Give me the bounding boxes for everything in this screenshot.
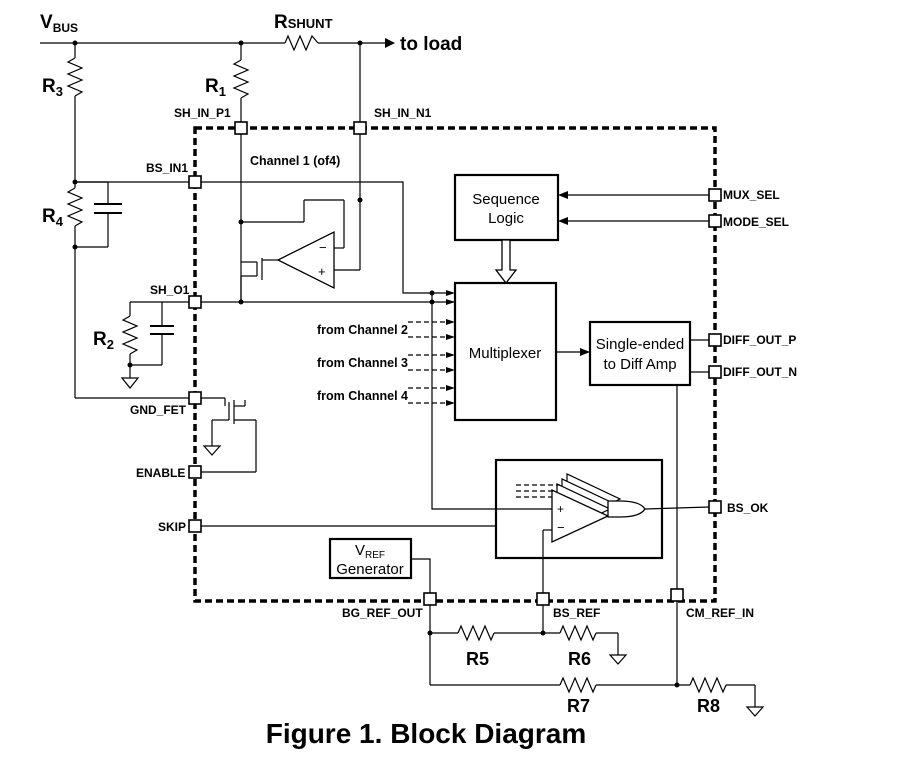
pin-label-skip: SKIP <box>158 520 186 534</box>
vref-generator-block <box>328 537 413 580</box>
pin-sh-in-p1 <box>234 121 248 135</box>
sequence-logic-label-2: Logic <box>488 210 524 227</box>
pin-bg-ref-out <box>423 592 437 606</box>
pin-label-mux-sel: MUX_SEL <box>723 188 780 202</box>
vbus-label: VBUS <box>40 12 78 35</box>
pin-bs-ref <box>536 592 550 606</box>
r1-resistor <box>232 43 250 122</box>
pin-sh-o1 <box>188 295 202 309</box>
channel1-label: Channel 1 (of4) <box>250 154 340 168</box>
pin-label-sh-in-n1: SH_IN_N1 <box>374 106 432 120</box>
r7-label: R7 <box>567 696 590 716</box>
pin-sh-in-n1 <box>353 121 367 135</box>
from-channel-3-label: from Channel 3 <box>317 356 408 370</box>
svg-text:−: − <box>319 240 327 255</box>
pin-bs-in1 <box>188 175 202 189</box>
sequence-logic-block <box>453 173 560 242</box>
r3-label: R3 <box>42 76 63 99</box>
pin-enable <box>188 465 202 479</box>
from-channel-2-label: from Channel 2 <box>317 323 408 337</box>
sequence-logic-label-1: Sequence <box>472 191 540 208</box>
svg-text:−: − <box>557 520 565 535</box>
r1-label: R1 <box>205 76 226 99</box>
pin-gnd-fet <box>188 391 202 405</box>
rshunt-resistor <box>284 34 319 52</box>
from-channel-inputs <box>408 319 455 406</box>
svg-text:+: + <box>318 264 326 279</box>
gnd-fet-switch <box>201 397 257 473</box>
vbus-rail <box>40 38 395 48</box>
channel1-opamp <box>276 230 335 290</box>
channel1-frontend: − + <box>201 134 455 305</box>
r6-label: R6 <box>568 649 591 669</box>
r5-label: R5 <box>466 649 489 669</box>
multiplexer-label: Multiplexer <box>469 345 542 362</box>
pin-cm-ref-in <box>670 588 684 602</box>
svg-text:+: + <box>557 502 564 516</box>
pin-label-bg-ref-out: BG_REF_OUT <box>342 606 423 620</box>
pin-label-bs-ok: BS_OK <box>727 501 769 515</box>
diff-amp-block <box>588 320 692 387</box>
comparator-stack: + − <box>516 473 710 544</box>
pin-label-sh-in-p1: SH_IN_P1 <box>174 106 231 120</box>
from-channel-4-label: from Channel 4 <box>317 389 408 403</box>
r2-network <box>120 301 190 389</box>
chip-boundary <box>193 126 717 603</box>
sequence-to-mux-arrow <box>494 239 518 285</box>
reference-network <box>427 601 765 717</box>
r2-label: R2 <box>93 329 114 352</box>
pin-diff-out-n <box>708 365 722 379</box>
pin-label-bs-in1: BS_IN1 <box>146 161 188 175</box>
r3-r4-divider <box>66 43 195 399</box>
diff-amp-label-1: Single-ended <box>596 336 684 353</box>
pin-label-cm-ref-in: CM_REF_IN <box>686 606 754 620</box>
pin-label-sh-o1: SH_O1 <box>150 283 190 297</box>
pin-mode-sel <box>708 214 722 228</box>
diff-amp-label-2: to Diff Amp <box>603 356 676 373</box>
pin-bs-ok <box>708 500 722 514</box>
rshunt-label: RSHUNT <box>274 12 333 33</box>
pin-skip <box>188 519 202 533</box>
vref-label: VREF <box>355 542 385 561</box>
mux-to-comparator-wire <box>431 293 552 510</box>
r8-label: R8 <box>697 696 720 716</box>
r4-label: R4 <box>42 206 64 229</box>
pin-mux-sel <box>708 188 722 202</box>
pin-label-diff-out-p: DIFF_OUT_P <box>723 333 796 347</box>
pin-diff-out-p <box>708 333 722 347</box>
pin-label-bs-ref: BS_REF <box>553 606 600 620</box>
pin-label-gnd-fet: GND_FET <box>130 403 187 417</box>
bs-in1-wire <box>201 181 446 294</box>
to-load-label: to load <box>400 34 462 55</box>
figure-caption: Figure 1. Block Diagram <box>266 718 587 749</box>
pin-label-mode-sel: MODE_SEL <box>723 215 789 229</box>
vref-generator-label: Generator <box>336 561 404 578</box>
pin-label-diff-out-n: DIFF_OUT_N <box>723 365 797 379</box>
pin-label-enable: ENABLE <box>136 466 185 480</box>
